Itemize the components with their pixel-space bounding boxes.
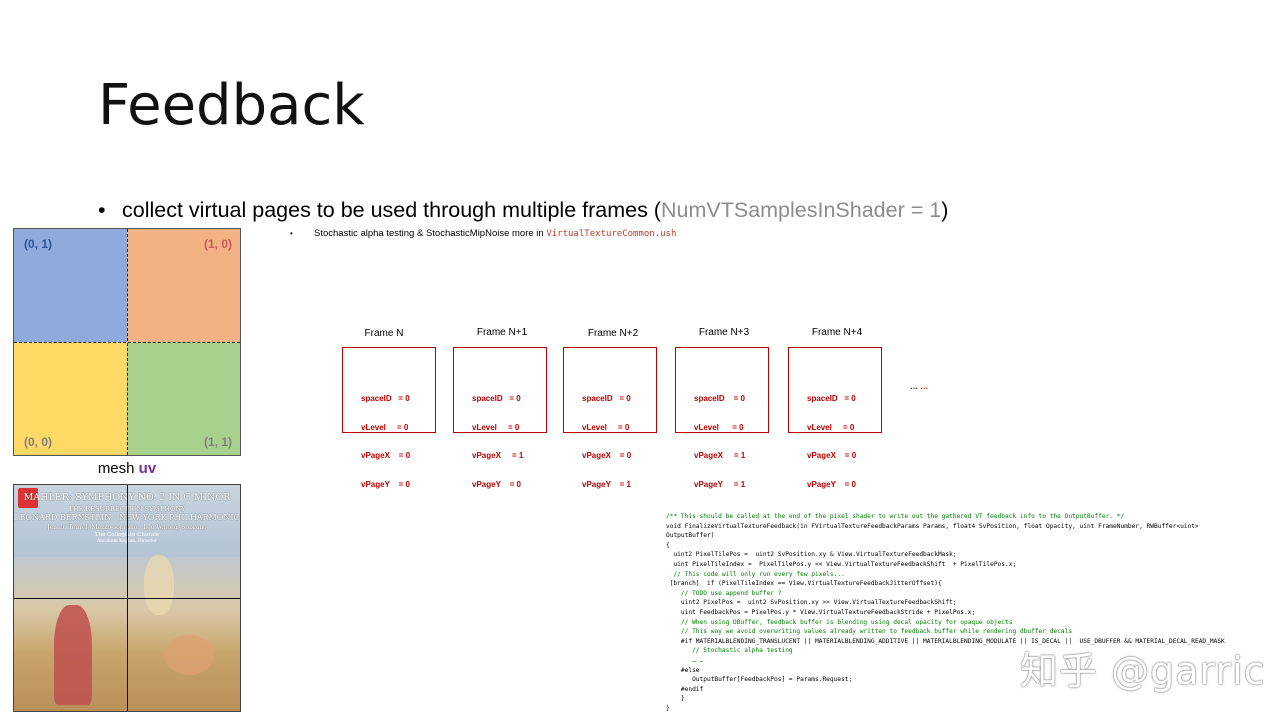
- frame-box: spaceID = 0 vLevel = 0 vPageX = 0 vPageY…: [342, 347, 436, 489]
- frame-value-row: spaceID = 0: [472, 394, 521, 403]
- frame-label: Frame N+4: [811, 327, 863, 338]
- frame-box: spaceID = 0 vLevel = 0 vPageX = 1 vPageY…: [453, 347, 547, 489]
- uv-grid-horizontal-divider: [14, 342, 240, 343]
- code-line: #if MATERIALBLENDING_TRANSLUCENT || MATE…: [666, 637, 1225, 645]
- frame-value-row: spaceID = 0: [582, 394, 631, 403]
- sub-bullet-filename: VirtualTextureCommon.ush: [546, 229, 677, 239]
- main-bullet-close: ): [941, 198, 949, 222]
- uv-quadrant-bottom-right: [127, 342, 240, 455]
- code-line: {: [666, 541, 670, 549]
- frame-value-row: vLevel = 0: [694, 422, 744, 432]
- frame-box: spaceID = 0 vLevel = 0 vPageX = 0 vPageY…: [788, 347, 882, 489]
- frame-value-row: vPageX = 1: [472, 451, 524, 460]
- mesh-uv-caption: mesh uv: [13, 459, 241, 479]
- frame-value-row: spaceID = 0: [361, 394, 410, 403]
- main-bullet: • collect virtual pages to be used throug…: [98, 196, 948, 224]
- album-horizontal-divider: [14, 598, 240, 599]
- bullet-dot: •: [98, 198, 106, 222]
- album-title: MAHLER: SYMPHONY NO. 2 IN C MINOR: [23, 492, 231, 503]
- code-line: [branch] if (PixelTileIndex == View.Virt…: [666, 580, 942, 588]
- uv-quadrant-top-right: [127, 229, 240, 342]
- main-bullet-param: NumVTSamplesInShader = 1: [660, 198, 942, 222]
- code-line: uint PixelTileIndex = PixelTilePos.y << …: [666, 560, 1017, 568]
- frame-values: spaceID = 0 vLevel = 0 vPageX = 0 vPageY…: [807, 375, 856, 508]
- code-line: }: [666, 695, 685, 703]
- code-line: void FinalizeVirtualTextureFeedback(in F…: [666, 522, 1199, 530]
- code-line: /** This should be called at the end of …: [666, 513, 1125, 520]
- album-cover-image: MAHLER: SYMPHONY NO. 2 IN C MINOR THE RE…: [13, 484, 241, 712]
- frame-value-row: vLevel = 0: [472, 422, 520, 432]
- frame-value-row: spaceID = 0: [807, 394, 856, 403]
- frame-value-row: vLevel = 0: [361, 422, 409, 432]
- code-line: // This code will only run every few pix…: [666, 570, 845, 578]
- code-line: // When using DBuffer, feedback buffer i…: [666, 618, 1013, 626]
- uv-grid: (0, 1) (1, 0) (0, 0) (1, 1): [13, 228, 241, 456]
- frame-value-row: vPageX = 0: [361, 451, 411, 460]
- album-subtitle: THE RESURRECTION SYMPHONY: [68, 505, 186, 513]
- frame-values: spaceID = 0 vLevel = 0 vPageX = 0 vPageY…: [361, 375, 410, 508]
- sub-bullet-text: Stochastic alpha testing & StochasticMip…: [314, 228, 547, 239]
- frame-value-row: vPageY = 1: [582, 479, 631, 489]
- uv-corner-label: (0, 1): [24, 237, 53, 251]
- code-line: uint FeedbackPos = PixelPos.y * View.Vir…: [666, 608, 976, 616]
- code-line: … …: [666, 656, 704, 664]
- frame-value-row: vLevel = 0: [807, 422, 855, 432]
- frame-value-row: vPageY = 0: [807, 479, 856, 489]
- frame-value-row: vPageY = 0: [472, 479, 521, 489]
- frame-label: Frame N+3: [698, 327, 750, 338]
- uv-corner-label: (1, 0): [203, 237, 232, 251]
- painting-figure: [54, 605, 92, 705]
- uv-corner-label: (1, 1): [203, 435, 232, 449]
- code-line: #else: [666, 666, 700, 674]
- album-soloists: Jennie Tourel, Mezzo-soprano · Lee Venor…: [47, 524, 207, 531]
- uv-quadrant-bottom-left: [14, 342, 127, 455]
- code-line: OutputBuffer[FeedbackPos] = Params.Reque…: [666, 676, 853, 684]
- frames-ellipsis: … …: [910, 382, 929, 391]
- watermark: 知乎 @garric: [1020, 649, 1266, 693]
- code-line: // TODO use append buffer ?: [666, 589, 782, 597]
- album-conductor: LEONARD BERNSTEIN · NEW YORK PHILHARMONI…: [14, 513, 240, 522]
- mesh-caption-uv: uv: [138, 460, 157, 477]
- slide-title: Feedback: [98, 73, 365, 138]
- frame-value-row: vLevel = 0: [582, 422, 630, 432]
- code-line: }: [666, 704, 670, 712]
- frame-value-row: vPageX = 0: [807, 451, 857, 460]
- frame-label: Frame N+1: [476, 327, 528, 338]
- record-label-logo-icon: [18, 488, 38, 508]
- frame-value-row: vPageY = 0: [361, 479, 410, 489]
- painting-figure: [164, 635, 214, 675]
- uv-quadrant-top-left: [14, 229, 127, 342]
- album-director: Abraham Kaplan, Director: [96, 539, 158, 544]
- painting-figure: [144, 555, 174, 615]
- frame-label: Frame N+2: [587, 328, 639, 339]
- frame-values: spaceID = 0 vLevel = 0 vPageX = 0 vPageY…: [582, 375, 631, 508]
- code-snippet: /** This should be called at the end of …: [666, 512, 1225, 713]
- code-line: OutputBuffer): [666, 532, 715, 540]
- frame-value-row: vPageX = 1: [694, 451, 746, 460]
- frame-value-row: vPageY = 1: [694, 479, 746, 489]
- mesh-caption-prefix: mesh: [97, 460, 139, 477]
- frame-values: spaceID = 0 vLevel = 0 vPageX = 1 vPageY…: [472, 375, 523, 508]
- frame-box: spaceID = 0 vLevel = 0 vPageX = 0 vPageY…: [563, 347, 657, 489]
- frame-box: spaceID = 0 vLevel = 0 vPageX = 1 vPageY…: [675, 347, 769, 489]
- frame-value-row: vPageX = 0: [582, 451, 632, 460]
- main-bullet-text: collect virtual pages to be used through…: [122, 198, 661, 222]
- frame-value-row: spaceID = 0: [694, 394, 745, 403]
- code-line: uint2 PixelPos = uint2 SvPosition.xy >> …: [666, 599, 957, 607]
- frame-values: spaceID = 0 vLevel = 0 vPageX = 1 vPageY…: [694, 375, 745, 508]
- uv-corner-label: (0, 0): [24, 435, 53, 449]
- bullet-dot: •: [290, 229, 293, 238]
- code-line: // Stochastic alpha testing: [666, 647, 793, 655]
- sub-bullet: • Stochastic alpha testing & StochasticMi…: [290, 228, 676, 240]
- frame-label: Frame N: [364, 328, 404, 339]
- code-line: uint2 PixelTilePos = uint2 SvPosition.xy…: [666, 551, 957, 559]
- album-chorus: The Collegiate Chorale: [94, 532, 160, 538]
- code-line: #endif: [666, 685, 704, 693]
- code-line: // This way we avoid overwriting values …: [666, 628, 1073, 636]
